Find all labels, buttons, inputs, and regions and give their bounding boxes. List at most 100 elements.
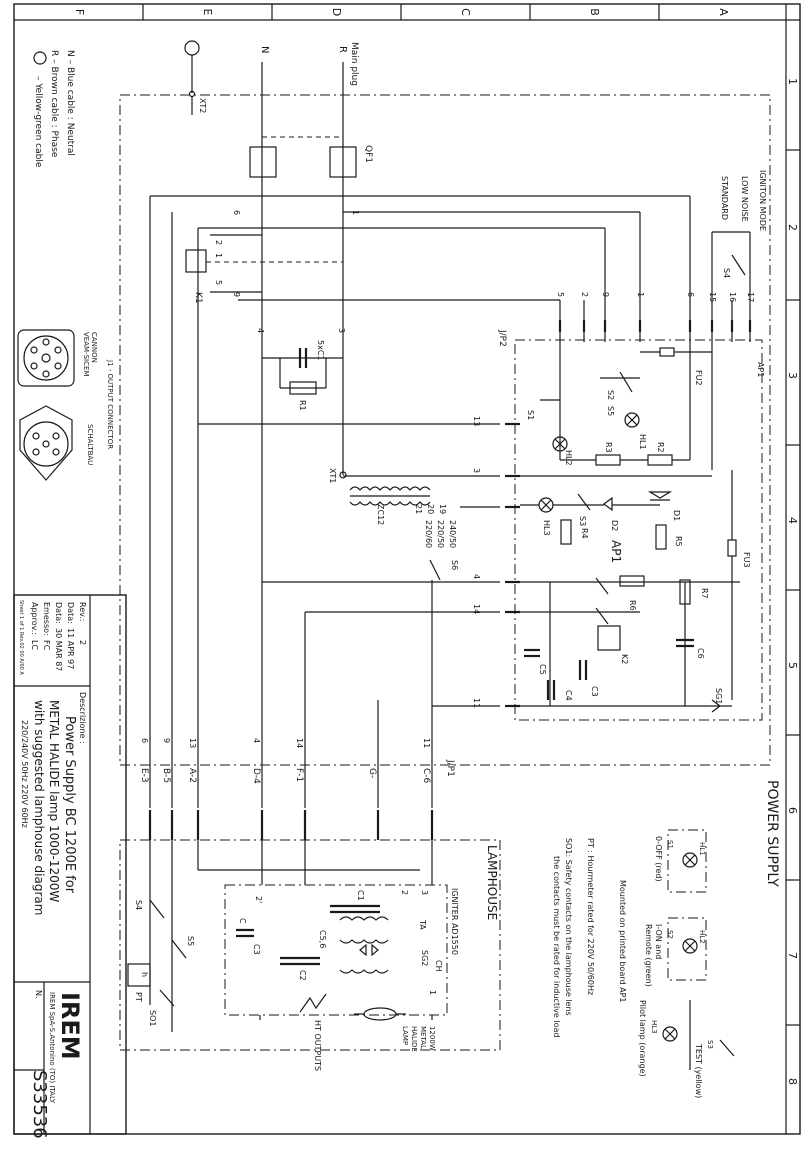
svg-text:IGNITON MODE: IGNITON MODE	[758, 170, 767, 231]
svg-text:1200W: 1200W	[428, 1026, 436, 1051]
svg-text:3: 3	[420, 890, 429, 895]
svg-text:B-5: B-5	[161, 768, 171, 783]
notes: PT : Hourmeter rated for 220V 50/60Hz SO…	[552, 838, 595, 1037]
ap1-board-outline	[514, 339, 763, 721]
xt1-terminal	[339, 471, 347, 479]
svg-text:J/P2: J/P2	[497, 329, 507, 347]
svg-text:HL3: HL3	[650, 1020, 658, 1034]
svg-text:2: 2	[786, 224, 799, 231]
svg-text:I-ON and: I-ON and	[654, 924, 663, 959]
transformer-zc12: ZC12 19 20 21 240/50 220/50 220/60 S6	[262, 486, 500, 740]
svg-text:SCHALTBAU: SCHALTBAU	[86, 424, 94, 465]
svg-text:METAL HALIDE lamp 1000-1200W: METAL HALIDE lamp 1000-1200W	[47, 700, 61, 902]
svg-text:220/50: 220/50	[436, 520, 445, 548]
svg-text:Power Supply BC 1200E for: Power Supply BC 1200E for	[62, 716, 77, 894]
svg-text:Mounted on printed board AP1: Mounted on printed board AP1	[618, 880, 627, 1003]
schaltbau-connector-icon	[19, 405, 73, 481]
svg-text:Sheet 1 of 1 Rev.02 00 A/00: Sheet 1 of 1 Rev.02 00 A/00 A	[18, 600, 24, 675]
svg-text:VEAM-SICEM: VEAM-SICEM	[82, 332, 90, 376]
lamphouse-enclosure	[119, 839, 501, 1051]
svg-text:LC: LC	[30, 640, 39, 650]
ground-icon	[33, 51, 47, 65]
qf1-breaker: QF1	[249, 136, 373, 178]
row-ticks	[786, 149, 800, 1026]
svg-text:R1: R1	[298, 400, 307, 411]
svg-text:D2: D2	[610, 520, 619, 531]
svg-text:S2: S2	[606, 390, 615, 400]
svg-text:FC: FC	[42, 640, 51, 651]
svg-text:G-: G-	[367, 768, 377, 778]
svg-text:C2: C2	[298, 970, 307, 981]
svg-text:IGNITER AD1550: IGNITER AD1550	[450, 888, 459, 955]
svg-text:9: 9	[232, 292, 241, 297]
svg-text:ZC12: ZC12	[376, 504, 385, 525]
svg-text:J1 - OUTPUT CONNECTOR: J1 - OUTPUT CONNECTOR	[106, 359, 114, 449]
svg-text:FU3: FU3	[742, 552, 751, 568]
svg-text:SG2: SG2	[420, 950, 429, 966]
svg-text:16: 16	[728, 292, 737, 302]
svg-text:C5: C5	[538, 664, 547, 675]
svg-text:4: 4	[472, 574, 481, 579]
svg-text:C-6: C-6	[421, 768, 431, 784]
svg-text:N.: N.	[34, 990, 43, 999]
svg-text:1: 1	[351, 210, 360, 215]
svg-text:2: 2	[400, 890, 409, 895]
svg-text:S1: S1	[666, 840, 674, 849]
k1-relay: 2 1 5 9 K1	[185, 234, 343, 304]
svg-text:4: 4	[252, 738, 261, 743]
svg-text:Data:: Data:	[66, 602, 75, 624]
svg-text:HL2: HL2	[698, 930, 706, 944]
svg-text:h: h	[140, 972, 149, 977]
svg-text:Data:: Data:	[54, 602, 63, 624]
svg-text:the contacts must be rated for: the contacts must be rated for inductive…	[552, 856, 561, 1037]
svg-text:14: 14	[295, 738, 304, 748]
svg-text:Remote (green): Remote (green)	[644, 924, 653, 987]
svg-text:R4: R4	[580, 528, 589, 539]
svg-text:AP1: AP1	[609, 540, 623, 563]
cannon-connector-icon	[17, 329, 75, 387]
lamphouse-title: LAMPHOUSE	[485, 845, 499, 920]
svg-text:2: 2	[580, 292, 589, 297]
svg-text:XT2: XT2	[198, 98, 207, 113]
lamphouse-circuit: IGNITER AD1550 2' 2 3 1 C1 TA C5,6 SG2 C…	[127, 840, 459, 1071]
svg-text:XT1: XT1	[328, 468, 337, 483]
jp1-output-row: J/P1 E-3 B-5 A-2 D-4 F-1 G- C-6 6 9 13 4…	[139, 700, 455, 840]
ht-arrow-icon	[299, 993, 327, 1013]
svg-text:R7: R7	[700, 588, 709, 599]
svg-text:7: 7	[786, 952, 799, 959]
svg-text:F-1: F-1	[294, 768, 304, 782]
svg-text:R – Brown cable : Phase: R – Brown cable : Phase	[49, 50, 59, 158]
svg-text:D1: D1	[672, 510, 681, 521]
bus-lines: 1 6 4 3	[149, 195, 691, 740]
svg-text:11: 11	[472, 698, 481, 708]
svg-text:CANNON: CANNON	[90, 332, 98, 363]
svg-text:Descrizione :: Descrizione :	[78, 692, 87, 744]
svg-text:20: 20	[426, 504, 435, 514]
svg-text:HT OUTPUTS: HT OUTPUTS	[313, 1020, 322, 1071]
svg-text:E-3: E-3	[139, 768, 149, 783]
hl1-lamp-icon	[624, 412, 640, 428]
svg-text:Emesso:: Emesso:	[42, 602, 51, 636]
svg-text:SO1: Safety contacts on the la: SO1: Safety contacts on the lamphouse le…	[564, 838, 573, 1016]
svg-text:240/50: 240/50	[448, 520, 457, 548]
svg-text:19: 19	[438, 504, 447, 514]
svg-text:N: N	[259, 46, 270, 53]
svg-text:R: R	[337, 46, 348, 53]
igniter-box	[224, 884, 448, 1016]
svg-text:S4: S4	[722, 268, 731, 278]
svg-text:C4: C4	[564, 690, 573, 701]
svg-text:SG1: SG1	[714, 688, 723, 704]
svg-text:6: 6	[786, 807, 799, 814]
title-block: Rev.: 2 Data: 11 APR 97 Data: 30 MAR 87 …	[13, 594, 127, 1139]
column-ticks	[142, 4, 660, 20]
svg-text:S3: S3	[706, 1040, 714, 1049]
svg-text:9: 9	[601, 292, 610, 297]
svg-text:N – Blue cable : Neutral: N – Blue cable : Neutral	[65, 50, 75, 156]
svg-text:C1: C1	[356, 890, 365, 901]
svg-text:Main plug: Main plug	[349, 42, 359, 86]
svg-text:0-OFF (red): 0-OFF (red)	[654, 836, 663, 882]
svg-text:C3: C3	[252, 944, 261, 955]
svg-text:11: 11	[422, 738, 431, 748]
svg-text:R3: R3	[604, 442, 613, 453]
